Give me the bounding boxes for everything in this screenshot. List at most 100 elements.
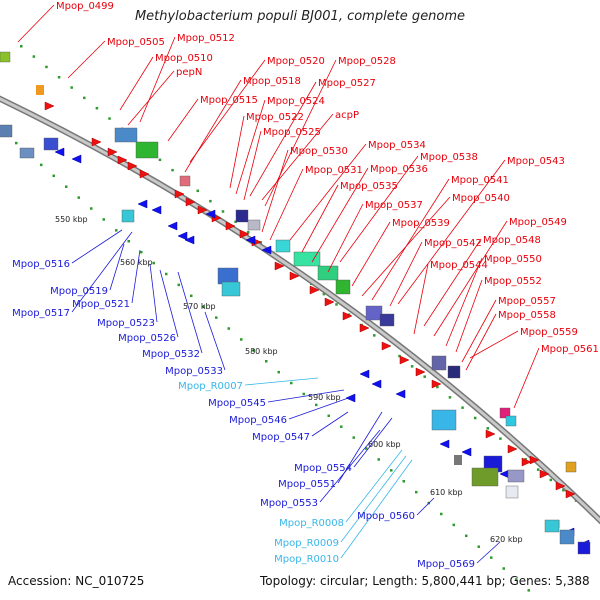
outer-tick-dot xyxy=(398,354,401,358)
gene-block xyxy=(0,51,11,63)
gene-block xyxy=(365,305,383,321)
gene-block xyxy=(565,461,577,473)
inner-tick-dot xyxy=(65,185,68,188)
leader-line xyxy=(461,299,497,363)
outer-tick-dot xyxy=(70,86,73,89)
reverse-gene-label: Mpop_0521 xyxy=(72,299,130,310)
inner-tick-dot xyxy=(365,447,368,450)
tick-label: 550 kbp xyxy=(55,215,88,224)
leader-line xyxy=(184,79,242,173)
reverse-gene-label: Mpop_0554 xyxy=(294,463,352,474)
reverse-gene-label: Mpop_0546 xyxy=(229,415,287,426)
reverse-gene-arrow xyxy=(177,231,188,241)
forward-gene-label: Mpop_0537 xyxy=(365,200,423,211)
gene-block xyxy=(0,124,13,138)
forward-gene-label: Mpop_0522 xyxy=(246,112,304,123)
outer-tick-dot xyxy=(196,189,200,193)
forward-gene-label: pepN xyxy=(176,67,202,78)
inner-tick-dot xyxy=(340,425,343,428)
reverse-gene-arrow xyxy=(395,389,406,399)
forward-gene-arrow xyxy=(342,311,353,321)
forward-gene-label: Mpop_0552 xyxy=(484,276,542,287)
forward-gene-label: Mpop_0515 xyxy=(200,95,258,106)
forward-gene-arrow xyxy=(239,229,250,239)
leader-line xyxy=(340,455,407,543)
leader-line xyxy=(389,241,423,307)
outer-tick-dot xyxy=(57,75,61,79)
inner-tick-dot xyxy=(415,490,418,494)
forward-gene-label: Mpop_0544 xyxy=(430,260,488,271)
gene-block xyxy=(454,455,462,465)
outer-tick-dot xyxy=(234,220,237,224)
rna-gene-label: Mpop_R0009 xyxy=(274,538,339,549)
inner-tick-dot xyxy=(527,589,530,592)
gene-block xyxy=(19,147,35,159)
reverse-gene-label: Mpop_0547 xyxy=(252,432,310,443)
outer-tick-dot xyxy=(473,416,477,420)
forward-gene-arrow xyxy=(381,341,392,351)
reverse-gene-arrow xyxy=(167,221,178,231)
forward-gene-arrow xyxy=(309,285,320,295)
outer-tick-dot xyxy=(499,437,502,440)
inner-tick-dot xyxy=(202,305,205,308)
gene-block xyxy=(247,219,261,231)
inner-tick-dot xyxy=(290,381,293,385)
forward-gene-label: Mpop_0535 xyxy=(340,181,398,192)
gene-block xyxy=(505,485,519,499)
accession-text: Accession: NC_010725 xyxy=(8,574,145,588)
leader-line xyxy=(67,40,106,79)
forward-gene-label: Mpop_0534 xyxy=(368,140,426,151)
gene-block xyxy=(293,251,321,267)
inner-tick-dot xyxy=(302,392,305,396)
map-title: Methylobacterium populi BJ001, complete … xyxy=(134,9,466,24)
gene-block xyxy=(317,265,339,281)
forward-gene-label: Mpop_0536 xyxy=(370,164,428,175)
reverse-gene-arrow xyxy=(345,393,356,403)
inner-tick-dot xyxy=(490,556,493,559)
forward-gene-arrow xyxy=(485,429,496,439)
inner-tick-dot xyxy=(40,163,43,167)
forward-gene-arrow xyxy=(555,481,566,491)
reverse-gene-label: Mpop_0553 xyxy=(260,498,318,509)
forward-gene-arrow xyxy=(399,355,410,365)
outer-tick-dot xyxy=(436,385,439,389)
leader-line xyxy=(327,203,364,273)
forward-gene-arrow xyxy=(139,169,150,179)
forward-gene-arrow xyxy=(359,323,370,333)
outer-tick-dot xyxy=(322,292,326,296)
leader-line xyxy=(469,330,519,359)
forward-gene-label: Mpop_0541 xyxy=(451,175,509,186)
outer-tick-dot xyxy=(32,55,36,58)
leader-line xyxy=(229,115,245,189)
forward-gene-arrow xyxy=(274,261,285,271)
rna-gene-label: Mpop_R0007 xyxy=(178,381,243,392)
forward-gene-arrow xyxy=(127,161,138,171)
gene-block xyxy=(235,209,249,223)
gene-block xyxy=(43,137,59,151)
outer-tick-dot xyxy=(373,334,376,337)
forward-gene-label: Mpop_0499 xyxy=(56,1,114,12)
gene-block xyxy=(379,313,395,327)
forward-gene-label: Mpop_0528 xyxy=(338,56,396,67)
leader-line xyxy=(433,220,508,337)
reverse-gene-arrow xyxy=(205,209,216,219)
forward-gene-arrow xyxy=(324,297,335,307)
leader-line xyxy=(455,279,483,353)
inner-tick-dot xyxy=(452,523,455,527)
forward-gene-arrow xyxy=(44,101,55,111)
inner-tick-dot xyxy=(52,174,55,178)
forward-gene-label: Mpop_0539 xyxy=(392,218,450,229)
gene-block xyxy=(121,209,135,223)
gene-block xyxy=(335,279,351,295)
outer-tick-dot xyxy=(549,478,553,482)
leader-line xyxy=(311,411,349,437)
forward-gene-label: Mpop_0524 xyxy=(267,96,325,107)
reverse-gene-arrow xyxy=(371,379,382,389)
outer-tick-dot xyxy=(95,106,99,110)
forward-gene-label: Mpop_0518 xyxy=(243,76,301,87)
gene-block xyxy=(431,355,447,371)
inner-tick-dot xyxy=(90,207,93,210)
inner-tick-dot xyxy=(15,141,18,145)
leader-line xyxy=(249,81,317,197)
gene-block xyxy=(499,407,511,419)
